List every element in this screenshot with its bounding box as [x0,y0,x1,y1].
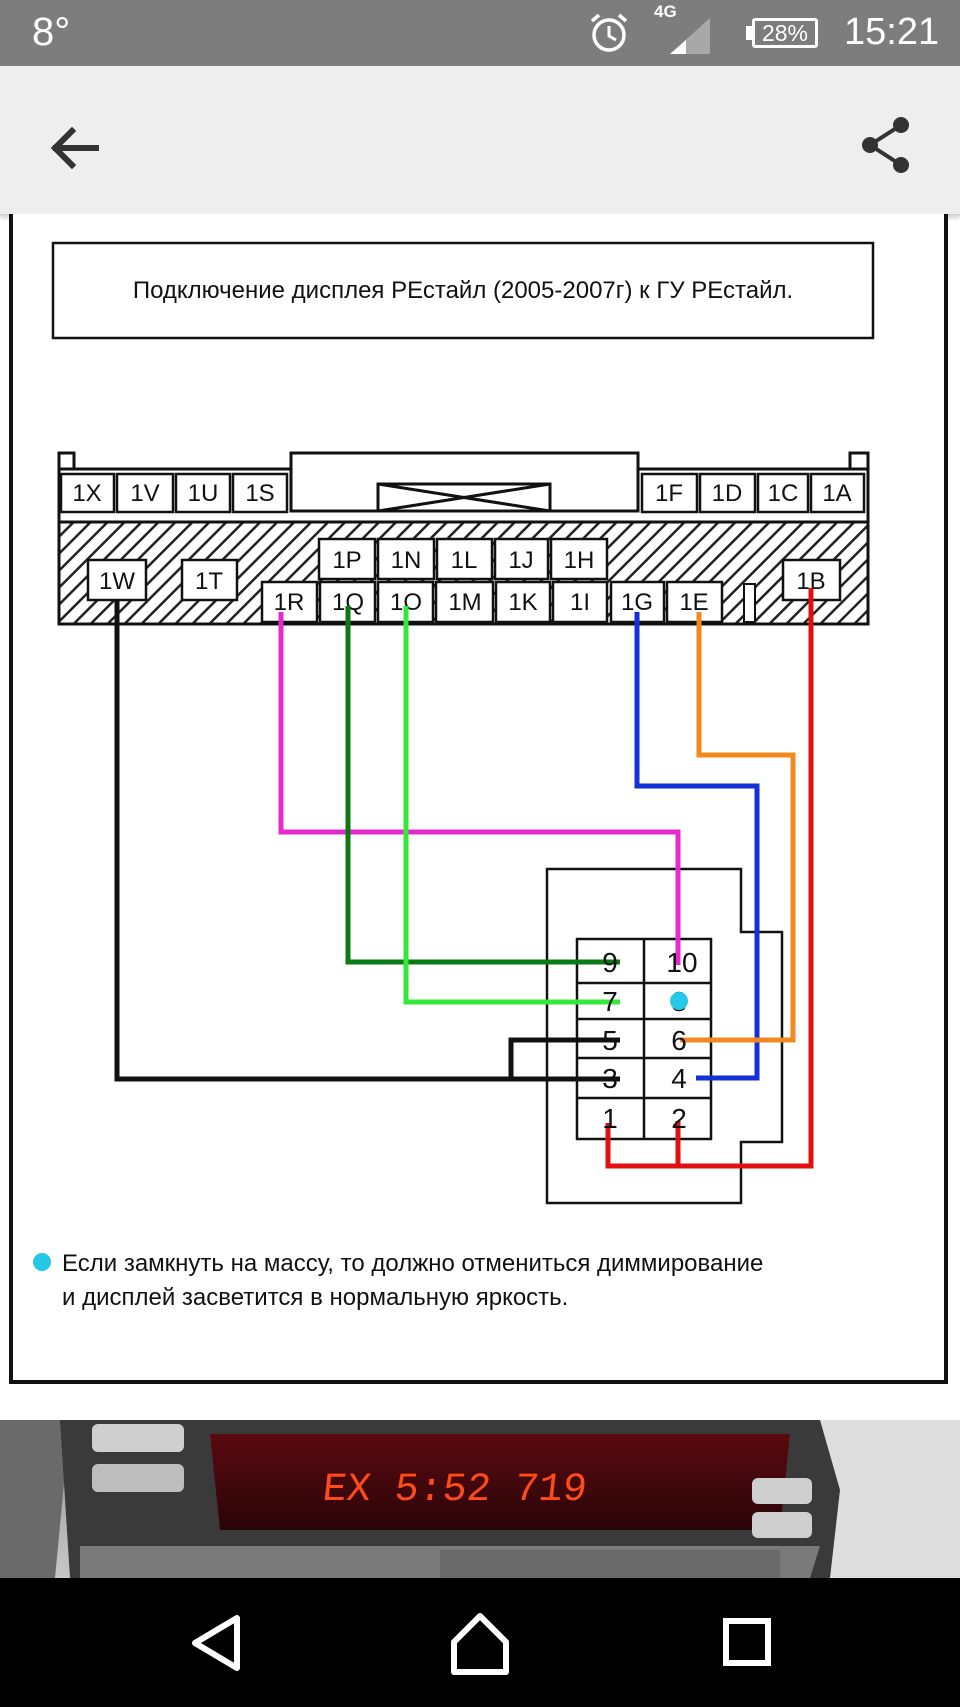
battery-cap [746,26,752,40]
arrow-left-icon[interactable] [40,112,110,182]
note-line-2: и дисплей засветится в нормальную яркост… [62,1284,568,1311]
display-pin-7: 7 [602,986,618,1017]
pin-1W: 1W [99,568,135,595]
pin-1E: 1E [679,589,708,616]
pin-1U: 1U [188,480,219,507]
pin-1I: 1I [570,589,590,616]
wire-dark-green [345,606,620,965]
back-triangle-icon[interactable] [175,1608,255,1678]
pin-1D: 1D [712,480,743,507]
share-icon[interactable] [850,110,920,180]
connector-latch [376,482,552,513]
display-pin-10: 10 [666,947,697,978]
wire-red [605,588,814,1169]
wire-black-branch [508,1037,620,1079]
temperature-indicator: 8° [32,10,71,54]
pin-1G: 1G [621,589,653,616]
network-type-label: 4G [654,2,677,21]
wire-light-green [403,606,620,1005]
pin-1K: 1K [508,589,537,616]
recents-icon[interactable] [706,1608,786,1678]
wire-magenta [278,612,681,965]
dashboard-photo-drawing: EX 5:52 719 [0,1420,960,1578]
wire-orange [680,612,796,1043]
clock: 15:21 [844,11,940,53]
display-pin-4: 4 [671,1063,687,1094]
status-bar: 8° 4G 28% 15:21 [0,0,960,66]
display-pin-5: 5 [602,1025,618,1056]
note-line-1: Если замкнуть на массу, то должно отмени… [62,1250,763,1277]
signal-icon [670,18,710,54]
connector-slot [743,583,756,623]
wire-black [114,600,620,1082]
dimming-marker [670,992,688,1010]
pin-1F: 1F [655,480,683,507]
pin-1V: 1V [130,480,159,507]
pin-1C: 1C [768,480,799,507]
pin-1T: 1T [195,568,223,595]
display-pin-6: 6 [671,1025,687,1056]
diagram-frame [9,214,948,1384]
pin-1J: 1J [508,547,533,574]
pin-1R: 1R [274,589,305,616]
note-bullet-icon [33,1253,51,1271]
home-icon[interactable] [440,1608,520,1678]
diagram-title: Подключение дисплея РЕстайл (2005-2007г)… [133,277,793,304]
dashboard-photo: EX 5:52 719 [0,1420,960,1578]
pin-1L: 1L [451,547,478,574]
dashboard-display-text: EX 5:52 719 [320,1468,589,1513]
alarm-clock-icon [590,13,628,52]
display-pin-2: 2 [671,1103,687,1134]
app-bar [0,66,960,215]
title-box [51,241,875,340]
pin-1M: 1M [448,589,481,616]
display-pin-1: 1 [602,1103,618,1134]
wiring-diagram: Подключение дисплея РЕстайл (2005-2007г)… [9,214,948,1384]
pin-1X: 1X [72,480,101,507]
pin-1H: 1H [564,547,595,574]
pin-1A: 1A [822,480,851,507]
pin-1N: 1N [391,547,422,574]
pin-1P: 1P [332,547,361,574]
wire-blue [634,612,760,1081]
pin-1S: 1S [245,480,274,507]
navigation-bar [0,1578,960,1707]
display-pin-3: 3 [602,1063,618,1094]
battery-icon: 28% [752,18,818,48]
display-pin-9: 9 [602,947,618,978]
